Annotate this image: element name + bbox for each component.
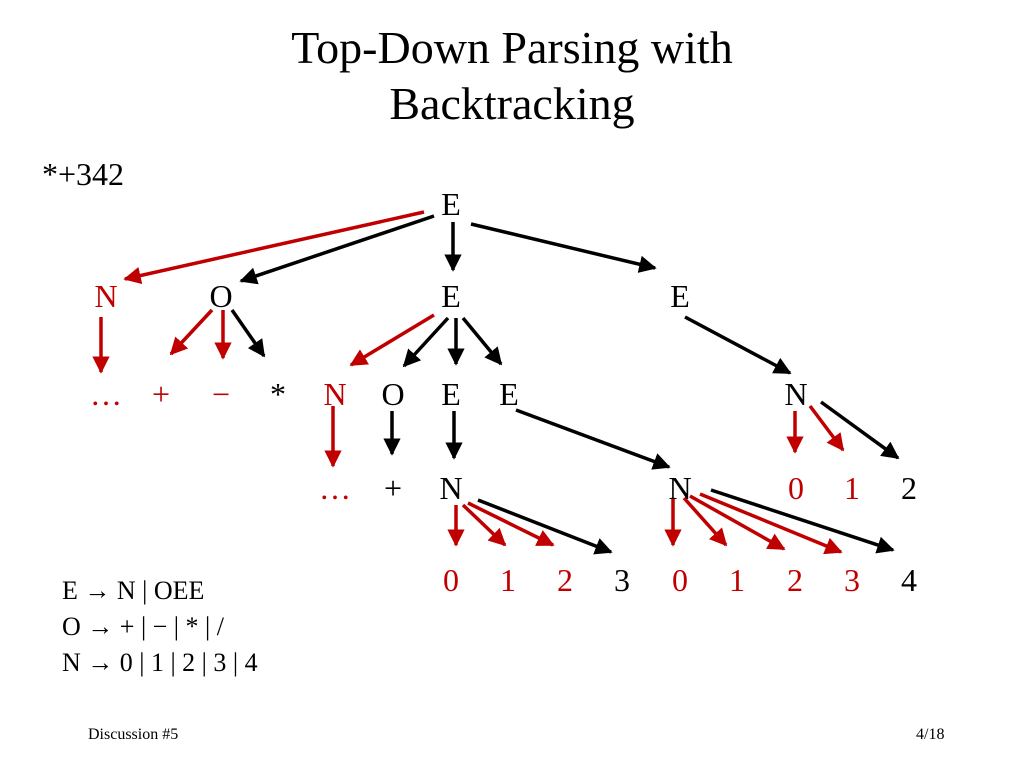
- node-l1-E2: E: [670, 278, 690, 314]
- edge-l2-E2-to-l3-N-b: [515, 408, 671, 470]
- footer-course-label: Discussion #5: [88, 726, 179, 743]
- node-l2-E2: E: [499, 376, 519, 412]
- edge-root-E-to-l1-N: [123, 210, 425, 285]
- edge-l3-N-b-to-l4-b2: [689, 494, 786, 551]
- node-l4-a1: 1: [500, 562, 516, 598]
- node-l4-b0: 0: [672, 562, 688, 598]
- edge-l3-N-b-to-l4-b4: [710, 488, 895, 554]
- edge-l3-N-a-to-l4-a1: [461, 503, 507, 547]
- edge-l1-E2-to-l2-N-right: [684, 315, 792, 375]
- node-l2-O: O: [381, 376, 404, 412]
- node-l4-b2: 2: [787, 562, 803, 598]
- grammar-rules: E → N | OEE O → + | − | * | / N → 0 | 1 …: [62, 573, 258, 681]
- node-l4-a0: 0: [443, 562, 459, 598]
- node-l1-N: N: [94, 278, 117, 314]
- node-l3-1: 1: [844, 470, 860, 506]
- node-l3-2: 2: [901, 470, 917, 506]
- node-l3-ellipsis: …: [319, 470, 351, 506]
- node-l2-N: N: [323, 376, 346, 412]
- node-l4-b3: 3: [844, 562, 860, 598]
- node-l1-E1: E: [441, 278, 461, 314]
- node-l4-a3: 3: [614, 562, 630, 598]
- grammar-rule-e: E → N | OEE: [62, 576, 205, 605]
- edge-l3-N-a-to-l4-a2: [467, 501, 555, 547]
- edge-l1-E1-to-l2-O: [402, 316, 450, 368]
- grammar-rule-o: O → + | − | * | /: [62, 612, 224, 641]
- node-l4-b4: 4: [901, 562, 917, 598]
- node-l1-O: O: [209, 278, 232, 314]
- node-l3-0: 0: [788, 470, 804, 506]
- node-root-E: E: [441, 186, 461, 222]
- node-l3-plus: +: [384, 470, 402, 506]
- edge-l3-N-a-to-l4-a3: [477, 498, 613, 555]
- edge-l3-N-b-to-l4-b1: [682, 496, 728, 547]
- edge-root-E-to-l1-O: [239, 214, 435, 285]
- slide-title: Top-Down Parsing with Backtracking: [0, 20, 1024, 132]
- node-l4-b1: 1: [729, 562, 745, 598]
- edge-l1-E1-to-l2-N: [349, 313, 435, 367]
- node-l2-minus: −: [212, 376, 230, 412]
- node-l2-E1: E: [441, 376, 461, 412]
- edge-l1-O-to-l2-plus: [169, 308, 214, 356]
- edge-l2-N-right-to-l3-2: [819, 400, 900, 460]
- edge-root-E-to-l1-E2: [470, 222, 657, 273]
- node-l3-N-a: N: [439, 470, 462, 506]
- grammar-rule-n: N → 0 | 1 | 2 | 3 | 4: [62, 648, 258, 677]
- slide-title-line-1: Top-Down Parsing with: [291, 22, 733, 73]
- node-l2-ellipsis-a: …: [90, 376, 122, 412]
- node-l4-a2: 2: [557, 562, 573, 598]
- tree-edges: [92, 210, 900, 555]
- node-l2-N-right: N: [784, 376, 807, 412]
- edge-l3-N-b-to-l4-b3: [699, 492, 843, 555]
- footer-page-number: 4/18: [916, 726, 945, 743]
- node-l2-star: *: [270, 376, 286, 412]
- slide-title-line-2: Backtracking: [389, 78, 635, 129]
- input-string: *+342: [42, 156, 125, 192]
- node-l2-plus: +: [152, 376, 170, 412]
- edge-l2-N-right-to-l3-1: [808, 404, 845, 452]
- edge-l1-O-to-l2-star: [230, 309, 266, 358]
- node-l3-N-b: N: [668, 470, 691, 506]
- edge-l1-E1-to-l2-E2: [461, 316, 503, 366]
